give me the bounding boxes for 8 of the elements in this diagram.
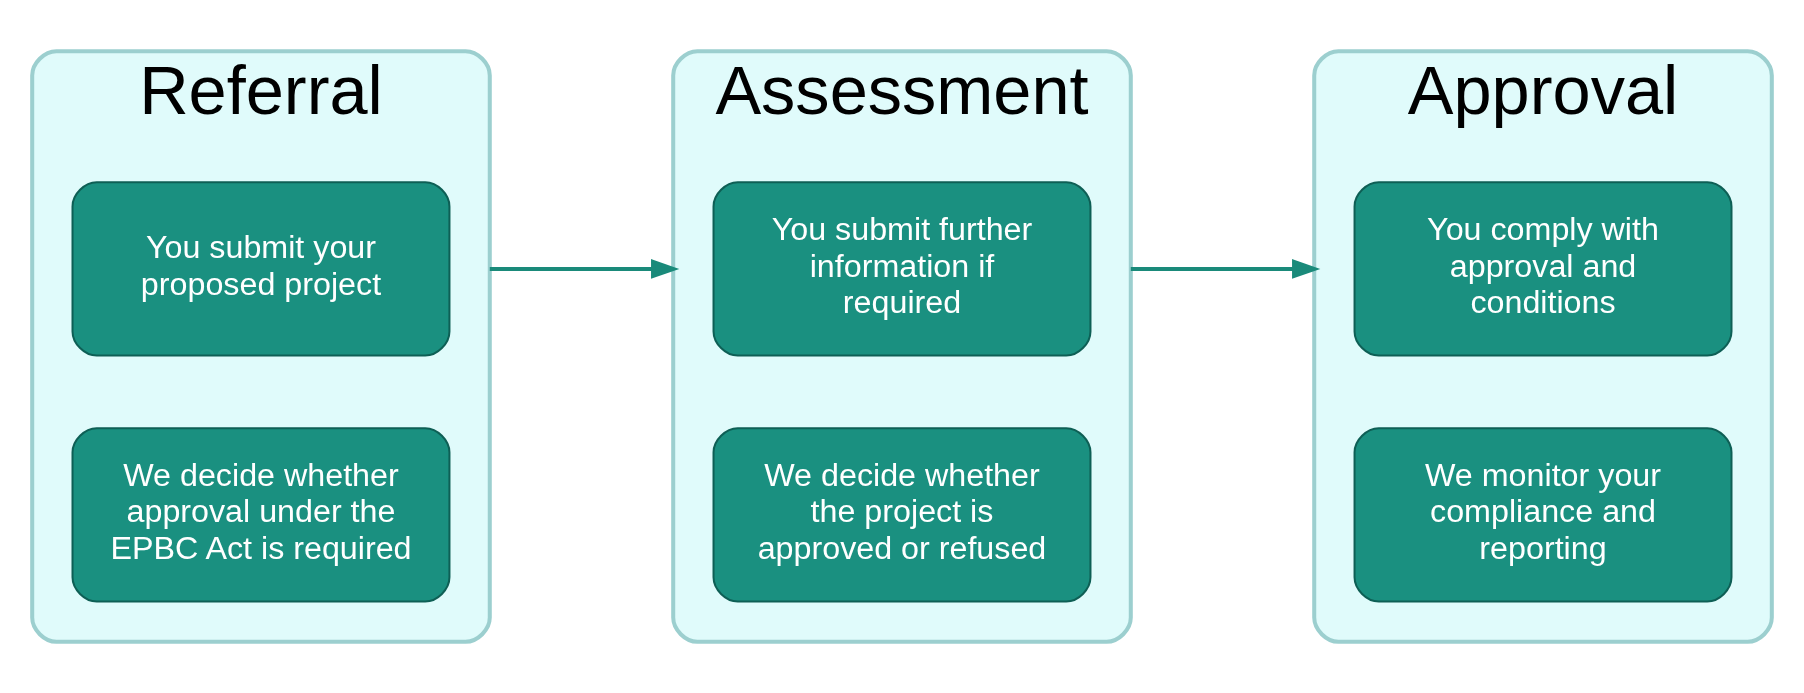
node-box: We decide whether approval under the EPBC Act is required [71, 427, 451, 603]
arrow [1130, 259, 1321, 279]
node-box: We decide whether the project is approved or refused [712, 427, 1092, 603]
node-box: You comply with approval and conditions [1353, 181, 1733, 357]
node-box: You submit your proposed project [71, 181, 451, 357]
node-box: We monitor your compliance and reporting [1353, 427, 1733, 603]
arrow [489, 259, 680, 279]
node-box: You submit further information if required [712, 181, 1092, 357]
